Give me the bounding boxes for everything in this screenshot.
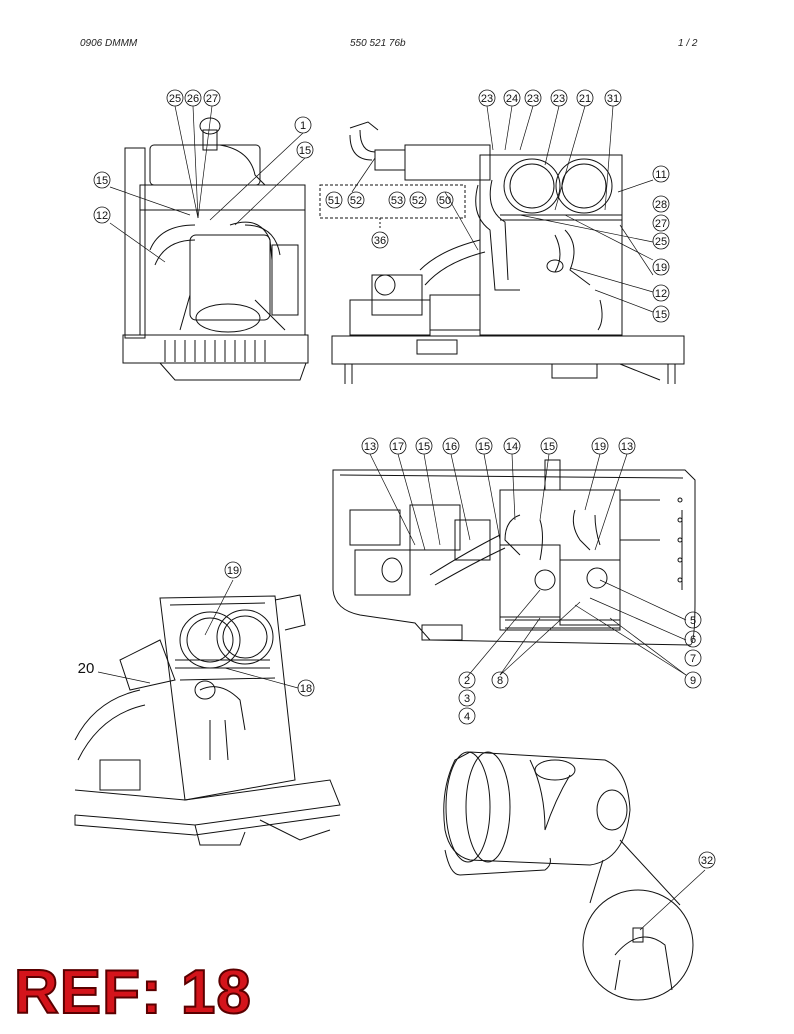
- callout-19: 19: [594, 441, 606, 453]
- callout-13: 13: [364, 441, 376, 453]
- callout-15: 15: [478, 441, 490, 453]
- callout-50: 50: [439, 195, 451, 207]
- header-left: 0906 DMMM: [80, 38, 138, 49]
- callout-53: 53: [391, 195, 403, 207]
- reference-label: REF: 18: [13, 958, 252, 1027]
- callout-21: 21: [579, 93, 591, 105]
- callout-23: 23: [527, 93, 539, 105]
- callout-5: 5: [690, 615, 696, 627]
- callout-6: 6: [690, 634, 696, 646]
- callout-7: 7: [690, 653, 696, 665]
- callout-25: 25: [655, 236, 667, 248]
- callout-11: 11: [655, 169, 666, 181]
- callout-32: 32: [701, 855, 713, 867]
- callout-51: 51: [328, 195, 340, 207]
- callout-17: 17: [392, 441, 404, 453]
- callout-28: 28: [655, 199, 667, 211]
- callout-15: 15: [96, 175, 108, 187]
- callout-31: 31: [607, 93, 619, 105]
- callout-23: 23: [553, 93, 565, 105]
- view-air-filter-detail: [443, 751, 694, 1001]
- callout-18: 18: [300, 683, 312, 695]
- callout-16: 16: [445, 441, 457, 453]
- callout-9: 9: [690, 675, 696, 687]
- leader-lines: [97, 105, 706, 931]
- callout-26: 26: [187, 93, 199, 105]
- callout-27: 27: [206, 93, 218, 105]
- header-center: 550 521 76b: [350, 38, 406, 49]
- view-front-elevation: [319, 121, 685, 384]
- callout-15: 15: [299, 145, 311, 157]
- callout-36: 36: [374, 235, 386, 247]
- callout-12: 12: [96, 210, 108, 222]
- callout-3: 3: [464, 693, 470, 705]
- callout-13: 13: [621, 441, 633, 453]
- header-page-number: 1 / 2: [678, 38, 698, 49]
- callout-15: 15: [418, 441, 430, 453]
- callout-19: 19: [227, 565, 239, 577]
- view-side-elevation: [122, 117, 309, 381]
- callout-12: 12: [655, 288, 667, 300]
- callout-4: 4: [464, 711, 470, 723]
- callout-25: 25: [169, 93, 181, 105]
- callout-bubbles: [93, 89, 716, 869]
- callout-15: 15: [655, 309, 667, 321]
- callout-19: 19: [655, 262, 667, 274]
- callout-8: 8: [497, 675, 503, 687]
- callout-2: 2: [464, 675, 470, 687]
- callout-52: 52: [412, 195, 424, 207]
- callout-27: 27: [655, 218, 667, 230]
- callout-1: 1: [300, 120, 306, 132]
- callout-15: 15: [543, 441, 555, 453]
- callout-52: 52: [350, 195, 362, 207]
- view-plan: [332, 459, 696, 646]
- callout-14: 14: [506, 441, 518, 453]
- callout-24: 24: [506, 93, 518, 105]
- callout-23: 23: [481, 93, 493, 105]
- callout-20: 20: [78, 660, 95, 677]
- view-isometric: [74, 594, 341, 846]
